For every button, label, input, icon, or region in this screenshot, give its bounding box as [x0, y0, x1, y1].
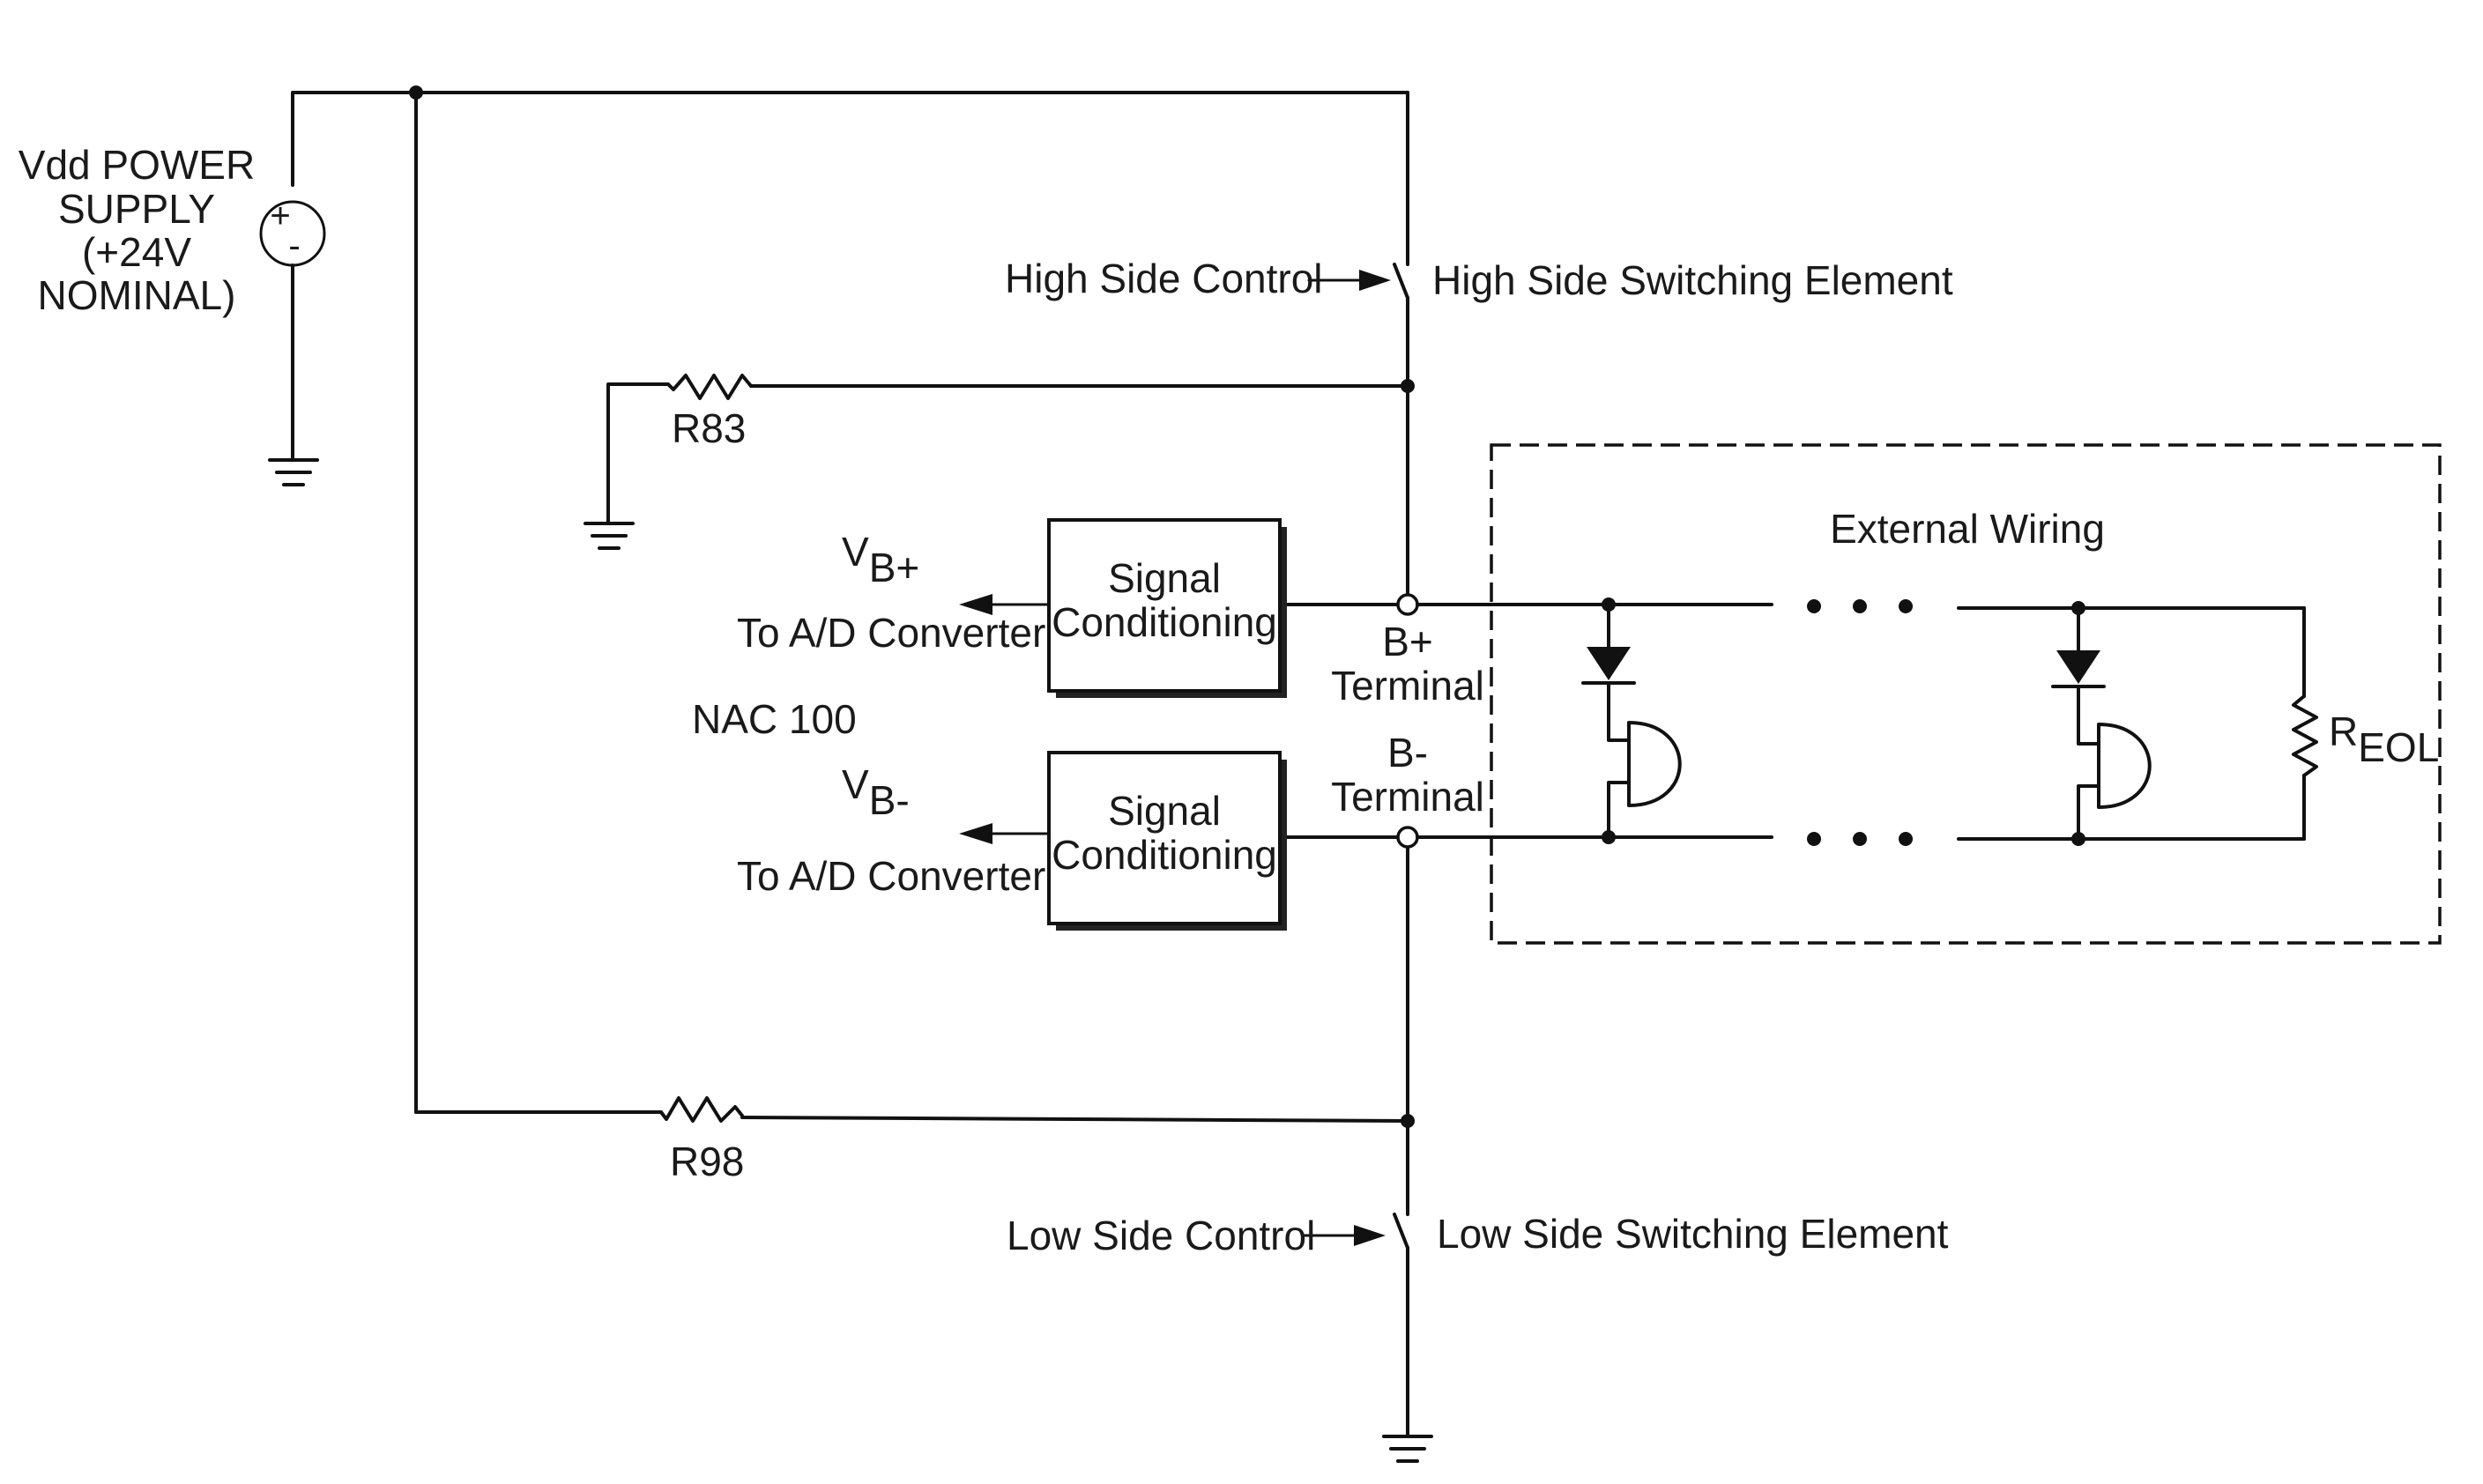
vb-plus-label: VB+ — [842, 529, 919, 590]
b-plus-terminal — [1398, 595, 1417, 614]
external-wiring-label: External Wiring — [1830, 506, 2105, 552]
arrow-icon — [959, 823, 992, 844]
b-plus-terminal-label-2: Terminal — [1331, 663, 1484, 709]
end-of-line-resistor: REOL — [2293, 608, 2439, 839]
ground-icon — [1384, 1436, 1431, 1461]
signal-conditioning-top-line2: Conditioning — [1052, 599, 1277, 645]
b-plus-terminal-label-1: B+ — [1382, 619, 1433, 664]
signal-conditioning-top-line1: Signal — [1108, 555, 1221, 601]
switch-icon — [1394, 1214, 1408, 1248]
notification-device-2 — [2053, 601, 2150, 846]
continuation-dots-bottom — [1807, 832, 1913, 846]
signal-conditioning-bottom-line1: Signal — [1108, 788, 1221, 834]
continuation-dots-top — [1807, 599, 1913, 613]
resistor-icon — [661, 1098, 742, 1121]
power-supply-label-3: (+24V — [82, 229, 191, 275]
high-side-switch-label: High Side Switching Element — [1432, 257, 1953, 303]
arrow-icon — [1359, 270, 1391, 291]
signal-conditioning-bottom-line2: Conditioning — [1052, 832, 1277, 878]
b-minus-section: Signal Conditioning VB- To A/D Converter… — [737, 730, 1772, 931]
b-minus-terminal-label-1: B- — [1387, 730, 1428, 775]
low-side-section: R98 Low Side Control Low Side Switching … — [416, 848, 1949, 1461]
reol-label: REOL — [2329, 709, 2439, 770]
external-wiring: External Wiring — [1491, 445, 2440, 943]
high-side-control-label: High Side Control — [1005, 256, 1323, 301]
arrow-icon — [1354, 1225, 1386, 1246]
power-supply-label-4: NOMINAL) — [38, 272, 236, 318]
horn-icon — [2099, 724, 2150, 807]
ground-icon — [585, 523, 633, 548]
resistor-icon — [2293, 696, 2316, 775]
resistor-icon — [668, 375, 751, 398]
ground-icon — [270, 460, 317, 485]
b-minus-terminal — [1398, 827, 1417, 847]
b-minus-terminal-label-2: Terminal — [1331, 774, 1484, 820]
plus-sign: + — [270, 197, 290, 235]
nac-label: NAC 100 — [692, 696, 857, 742]
minus-sign: - — [288, 226, 300, 265]
diode-icon — [1587, 647, 1631, 680]
low-side-switch-label: Low Side Switching Element — [1437, 1211, 1949, 1257]
vb-minus-destination: To A/D Converter — [737, 853, 1045, 899]
r83-branch: R83 — [585, 375, 1415, 548]
r98-label: R98 — [670, 1139, 744, 1184]
horn-icon — [1629, 723, 1680, 805]
low-side-control-label: Low Side Control — [1007, 1213, 1315, 1258]
diode-icon — [2056, 650, 2100, 684]
r83-label: R83 — [672, 405, 746, 451]
switch-icon — [1394, 264, 1408, 298]
notification-device-1 — [1583, 597, 1680, 844]
b-plus-section: Signal Conditioning VB+ To A/D Converter… — [737, 520, 1772, 709]
power-supply: + - Vdd POWER SUPPLY (+24V NOMINAL) — [19, 93, 416, 485]
vb-plus-destination: To A/D Converter — [737, 610, 1045, 656]
vb-minus-label: VB- — [842, 761, 910, 823]
power-supply-label-2: SUPPLY — [58, 186, 215, 232]
power-supply-label-1: Vdd POWER — [19, 142, 255, 188]
